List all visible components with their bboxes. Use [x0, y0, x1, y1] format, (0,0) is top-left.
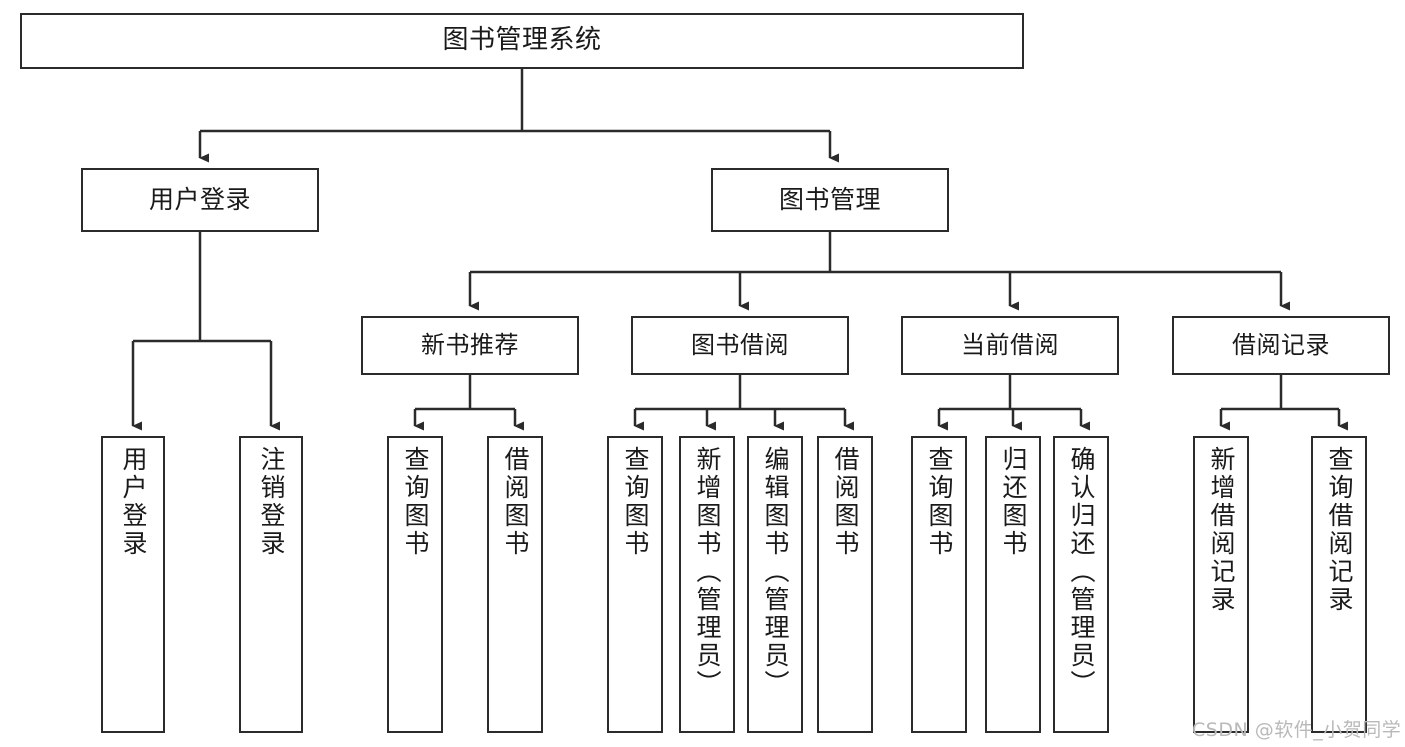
leaf-query-borrow-record[interactable]: 查询借阅记录 — [1311, 436, 1367, 733]
watermark: CSDN @软件_小贺同学 — [1192, 719, 1402, 741]
node-current-borrow[interactable]: 当前借阅 — [901, 316, 1119, 375]
leaf-add-borrow-record-label: 新增借阅记录 — [1207, 446, 1236, 614]
leaf-query-book-borrow[interactable]: 查询图书 — [607, 436, 663, 733]
leaf-return-book-label: 归还图书 — [999, 446, 1028, 558]
leaf-borrow-book-newbook-label: 借阅图书 — [501, 446, 530, 558]
node-borrow-record[interactable]: 借阅记录 — [1172, 316, 1390, 375]
node-new-book-recommend-label: 新书推荐 — [421, 330, 519, 359]
leaf-user-login-label: 用户登录 — [119, 446, 148, 558]
node-book-borrow-label: 图书借阅 — [691, 330, 789, 359]
leaf-borrow-book-label: 借阅图书 — [831, 446, 860, 558]
node-current-borrow-label: 当前借阅 — [961, 330, 1059, 359]
leaf-logout[interactable]: 注销登录 — [239, 436, 303, 733]
leaf-query-book-current[interactable]: 查询图书 — [911, 436, 967, 733]
node-book-management-label: 图书管理 — [778, 184, 881, 214]
leaf-query-book-current-label: 查询图书 — [925, 446, 954, 558]
node-book-management[interactable]: 图书管理 — [711, 168, 949, 232]
leaf-add-book-admin[interactable]: 新增图书（管理员） — [679, 436, 735, 733]
leaf-confirm-return-admin-label: 确认归还（管理员） — [1067, 446, 1096, 698]
node-user-login[interactable]: 用户登录 — [81, 168, 319, 232]
leaf-query-book-newbook-label: 查询图书 — [401, 446, 430, 558]
leaf-borrow-book[interactable]: 借阅图书 — [817, 436, 873, 733]
leaf-edit-book-admin-label: 编辑图书（管理员） — [761, 446, 790, 698]
node-root-label: 图书管理系统 — [442, 25, 602, 56]
node-borrow-record-label: 借阅记录 — [1232, 330, 1330, 359]
leaf-logout-label: 注销登录 — [257, 446, 286, 558]
leaf-user-login[interactable]: 用户登录 — [101, 436, 165, 733]
leaf-return-book[interactable]: 归还图书 — [985, 436, 1041, 733]
leaf-query-book-borrow-label: 查询图书 — [621, 446, 650, 558]
node-new-book-recommend[interactable]: 新书推荐 — [361, 316, 579, 375]
leaf-add-borrow-record[interactable]: 新增借阅记录 — [1193, 436, 1249, 733]
leaf-query-borrow-record-label: 查询借阅记录 — [1325, 446, 1354, 614]
node-user-login-label: 用户登录 — [148, 184, 251, 214]
node-root[interactable]: 图书管理系统 — [20, 13, 1024, 69]
leaf-confirm-return-admin[interactable]: 确认归还（管理员） — [1053, 436, 1109, 733]
leaf-query-book-newbook[interactable]: 查询图书 — [387, 436, 443, 733]
node-book-borrow[interactable]: 图书借阅 — [631, 316, 849, 375]
leaf-add-book-admin-label: 新增图书（管理员） — [693, 446, 722, 698]
leaf-edit-book-admin[interactable]: 编辑图书（管理员） — [747, 436, 803, 733]
leaf-borrow-book-newbook[interactable]: 借阅图书 — [487, 436, 543, 733]
